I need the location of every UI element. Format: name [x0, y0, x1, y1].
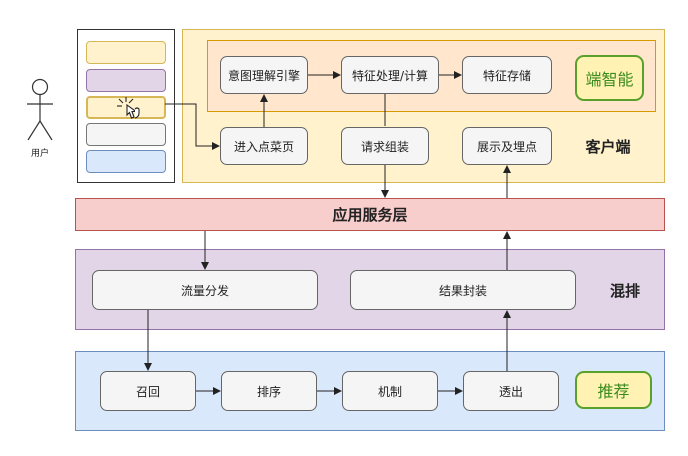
phone-item-1	[86, 41, 166, 64]
pointer-hand-icon	[117, 97, 140, 119]
person-icon	[27, 78, 53, 141]
recall-node: 召回	[100, 371, 196, 411]
phone-item-2	[86, 69, 166, 92]
display-tracking-node: 展示及埋点	[462, 127, 552, 165]
feature-processing-node: 特征处理/计算	[341, 56, 439, 94]
user-label: 用户	[30, 149, 49, 159]
recommend-label: 推荐	[575, 371, 652, 409]
enter-menu-page-node: 进入点菜页	[220, 127, 308, 165]
phone-item-5	[86, 150, 166, 173]
mix-label: 混排	[609, 281, 640, 300]
intent-engine-node: 意图理解引擎	[220, 56, 308, 94]
edge-intelligence-label: 端智能	[575, 55, 644, 101]
mechanism-node: 机制	[342, 371, 438, 411]
pass-through-node: 透出	[463, 371, 559, 411]
application-service-layer: 应用服务层	[75, 198, 665, 231]
client-label: 客户端	[585, 137, 631, 156]
feature-storage-node: 特征存储	[462, 56, 552, 94]
traffic-dispatch-node: 流量分发	[92, 270, 318, 310]
rank-node: 排序	[221, 371, 317, 411]
request-assembly-node: 请求组装	[341, 127, 429, 165]
result-wrap-node: 结果封装	[350, 270, 576, 310]
phone-item-4	[86, 123, 166, 146]
